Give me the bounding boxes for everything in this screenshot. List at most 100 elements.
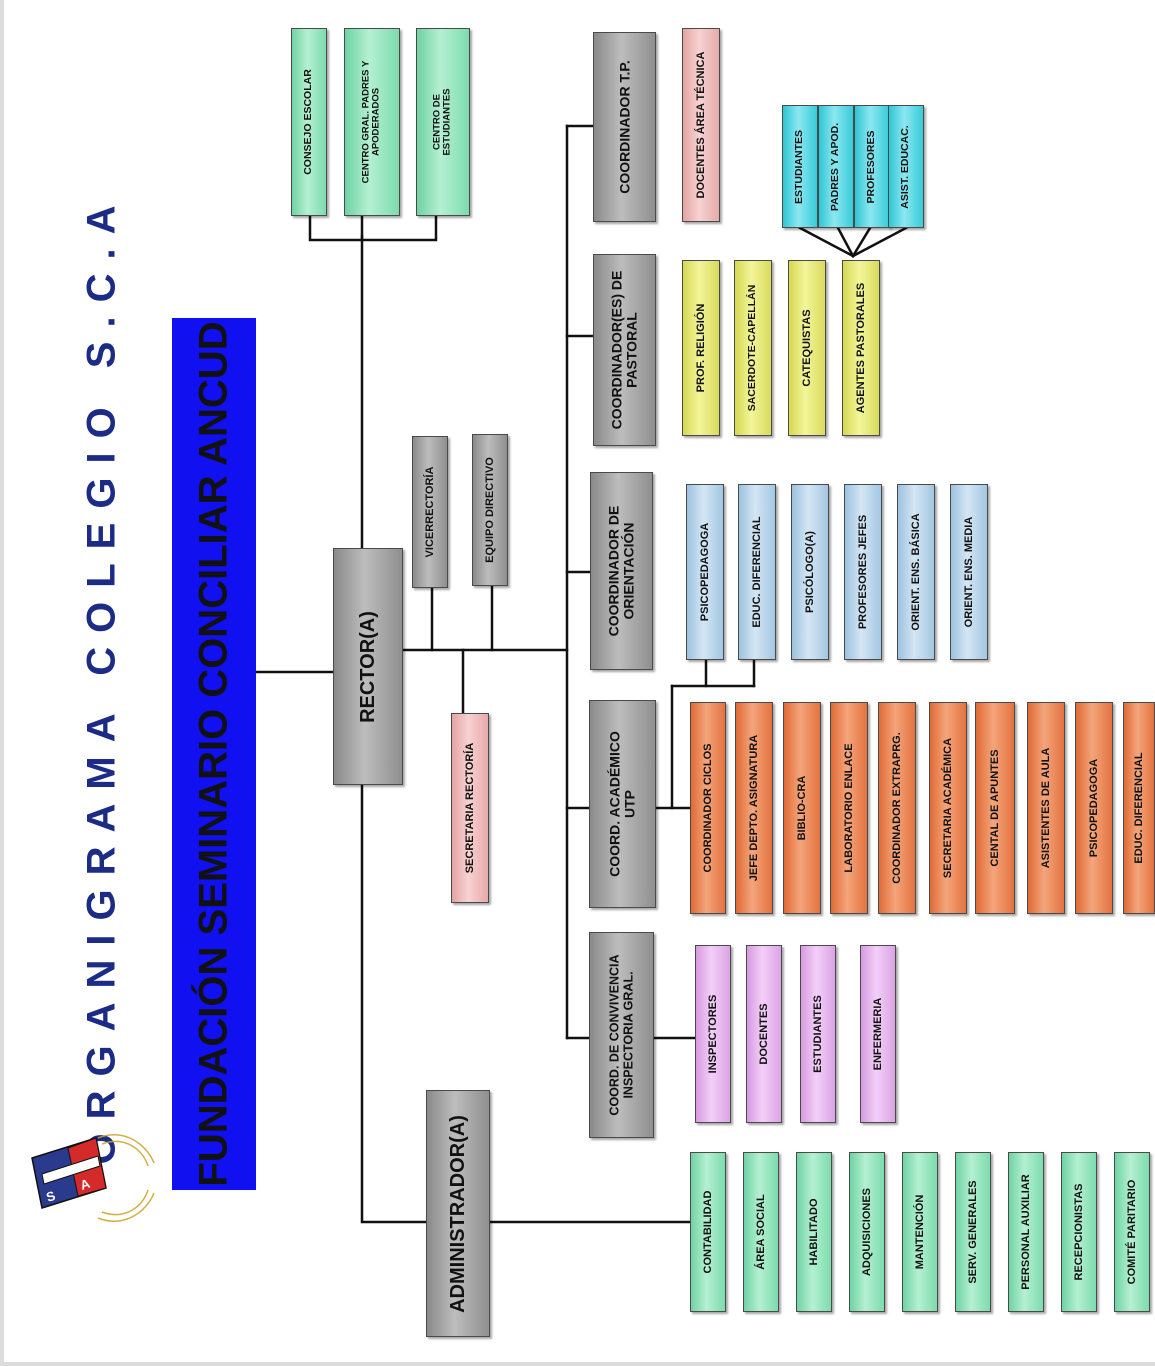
box-label: RECTOR(A) [357, 610, 379, 723]
box-label: SERV. GENERALES [966, 1180, 979, 1284]
box-contabilidad: CONTABILIDAD [690, 1152, 726, 1312]
box-coord-academico-utp: COORD. ACADÉMICO UTP [589, 700, 656, 908]
box-label: SACERDOTE-CAPELLÁN [746, 284, 759, 412]
box-label: DOCENTES [757, 1003, 770, 1065]
box-label: MANTENCIÓN [913, 1194, 926, 1270]
box-label: COORDINADOR CICLOS [701, 743, 714, 873]
box-asistentes-aula: ASISTENTES DE AULA [1027, 702, 1065, 914]
box-label: VICERRECTORÍA [423, 466, 436, 558]
box-area-social: ÁREA SOCIAL [743, 1152, 779, 1312]
box-coordinador-ciclos: COORDINADOR CICLOS [690, 702, 726, 914]
box-estudiantes-pastoral: ESTUDIANTES [782, 105, 818, 228]
box-label: ESTUDIANTES [811, 995, 824, 1073]
box-label: PSICOPEDAGOGA [698, 522, 711, 622]
box-label: COMITÉ PARITARIO [1125, 1179, 1138, 1285]
box-laboratorio-enlace: LABORATORIO ENLACE [830, 702, 868, 914]
school-crest-logo: S A [31, 1134, 155, 1222]
box-label: CONSEJO ESCOLAR [302, 69, 315, 175]
box-label: AGENTES PASTORALES [854, 282, 867, 414]
box-inspectores: INSPECTORES [695, 945, 731, 1123]
box-label: COORDINADOR(ES) DE PASTORAL [608, 270, 640, 430]
box-orient-ens-basica: ORIENT. ENS. BÁSICA [897, 484, 935, 660]
bottom-frame-edge [0, 1362, 1155, 1366]
foundation-banner: FUNDACIÓN SEMINARIO CONCILIAR ANCUD [172, 318, 256, 1190]
box-label: ORIENT. ENS. MEDIA [962, 516, 975, 628]
box-psicopedagoga-utp: PSICOPEDAGOGA [1075, 702, 1113, 914]
box-label: SECRETARIA ACADÉMICA [941, 737, 954, 879]
box-psicologo: PSICÓLOGO(A) [791, 484, 829, 660]
box-label: EQUIPO DIRECTIVO [483, 457, 496, 563]
box-label: JEFE DEPTO. ASIGNATURA [747, 734, 760, 882]
box-adquisiciones: ADQUISICIONES [849, 1152, 885, 1312]
box-label: COORDINADOR DE ORIENTACIÓN [605, 505, 637, 637]
box-serv-generales: SERV. GENERALES [955, 1152, 991, 1312]
box-label: HABILITADO [807, 1198, 820, 1266]
box-label: LABORATORIO ENLACE [842, 743, 855, 873]
box-label: PSICOPEDAGOGA [1087, 758, 1100, 858]
box-agentes-pastorales: AGENTES PASTORALES [842, 260, 880, 436]
box-label: EDUC. DIFERENCIAL [1132, 752, 1145, 864]
box-label: BIBLIO-CRA [795, 775, 808, 841]
chart-title: ORGANIGRAMA COLEGIO S.C.A [79, 191, 124, 1165]
box-central-apuntes: CENTAL DE APUNTES [975, 702, 1015, 914]
box-educ-diferencial-orientacion: EDUC. DIFERENCIAL [738, 484, 776, 660]
box-label: COORDINADOR T.P. [615, 60, 632, 194]
box-label: CENTAL DE APUNTES [988, 749, 1001, 867]
left-frame-edge [0, 0, 4, 1366]
box-docentes-area-tecnica: DOCENTES ÁREA TÉCNICA [682, 28, 720, 222]
box-label: ADQUISICIONES [860, 1187, 873, 1277]
box-docentes: DOCENTES [746, 945, 782, 1123]
box-label: COORD. ACADÉMICO UTP [606, 731, 638, 877]
box-label: ASIST. EDUCAC. [899, 124, 912, 209]
box-coordinador-pastoral: COORDINADOR(ES) DE PASTORAL [593, 254, 656, 446]
box-coordinador-tp: COORDINADOR T.P. [593, 32, 656, 222]
box-sacerdote-capellan: SACERDOTE-CAPELLÁN [734, 260, 772, 436]
box-label: CONTABILIDAD [701, 1190, 714, 1274]
box-label: PADRES Y APOD. [829, 122, 842, 211]
box-jefe-depto-asignatura: JEFE DEPTO. ASIGNATURA [735, 702, 773, 914]
box-prof-religion: PROF. RELIGIÓN [682, 260, 720, 436]
box-estudiantes-convivencia: ESTUDIANTES [800, 945, 836, 1123]
box-enfermeria: ENFERMERIA [860, 945, 896, 1123]
box-catequistas: CATEQUISTAS [788, 260, 826, 436]
box-mantencion: MANTENCIÓN [902, 1152, 938, 1312]
box-label: PSICÓLOGO(A) [803, 531, 816, 613]
box-habilitado: HABILITADO [796, 1152, 832, 1312]
box-comite-paritario: COMITÉ PARITARIO [1114, 1152, 1150, 1312]
box-psicopedagoga-orientacion: PSICOPEDAGOGA [686, 484, 724, 660]
box-administrador: ADMINISTRADOR(A) [426, 1090, 490, 1337]
box-biblio-cra: BIBLIO-CRA [783, 702, 821, 914]
box-coordinador-orientacion: COORDINADOR DE ORIENTACIÓN [590, 472, 653, 670]
box-label: PROF. RELIGIÓN [694, 303, 707, 393]
foundation-banner-label: FUNDACIÓN SEMINARIO CONCILIAR ANCUD [191, 321, 236, 1187]
box-coord-convivencia: COORD. DE CONVIVENCIA INSPECTORIA GRAL. [589, 932, 654, 1138]
box-label: PROFESORES JEFES [856, 514, 869, 630]
box-vicerrectoria: VICERRECTORÍA [412, 436, 448, 588]
box-label: CATEQUISTAS [800, 309, 813, 387]
box-profesores: PROFESORES [854, 105, 890, 228]
box-label: ORIENT. ENS. BÁSICA [909, 513, 922, 631]
box-label: DOCENTES ÁREA TÉCNICA [694, 51, 707, 199]
box-label: EDUC. DIFERENCIAL [750, 516, 763, 628]
box-label: ADMINISTRADOR(A) [447, 1114, 469, 1313]
box-padres-apod: PADRES Y APOD. [818, 105, 854, 228]
box-coordinador-extraprg: COORDINADOR EXTRAPRG. [878, 702, 916, 914]
box-centro-padres: CENTRO GRAL. PADRES Y APODERADOS [344, 28, 400, 216]
box-personal-auxiliar: PERSONAL AUXILIAR [1008, 1152, 1044, 1312]
box-centro-estudiantes: CENTRO DE ESTUDIANTES [416, 28, 470, 216]
box-label: CENTRO DE ESTUDIANTES [431, 88, 453, 156]
box-label: PERSONAL AUXILIAR [1019, 1174, 1032, 1290]
box-rector: RECTOR(A) [333, 548, 403, 785]
box-label: ESTUDIANTES [793, 129, 806, 204]
box-label: COORDINADOR EXTRAPRG. [890, 732, 903, 884]
box-label: CENTRO GRAL. PADRES Y APODERADOS [360, 60, 382, 184]
box-label: ÁREA SOCIAL [754, 1194, 767, 1270]
box-asist-educac: ASIST. EDUCAC. [888, 105, 924, 228]
box-educ-diferencial-utp: EDUC. DIFERENCIAL [1123, 702, 1155, 914]
box-equipo-directivo: EQUIPO DIRECTIVO [472, 434, 508, 586]
box-secretaria-academica: SECRETARIA ACADÉMICA [929, 702, 967, 914]
box-consejo-escolar: CONSEJO ESCOLAR [291, 28, 327, 216]
box-label: INSPECTORES [706, 994, 719, 1074]
box-label: ENFERMERIA [871, 997, 884, 1071]
